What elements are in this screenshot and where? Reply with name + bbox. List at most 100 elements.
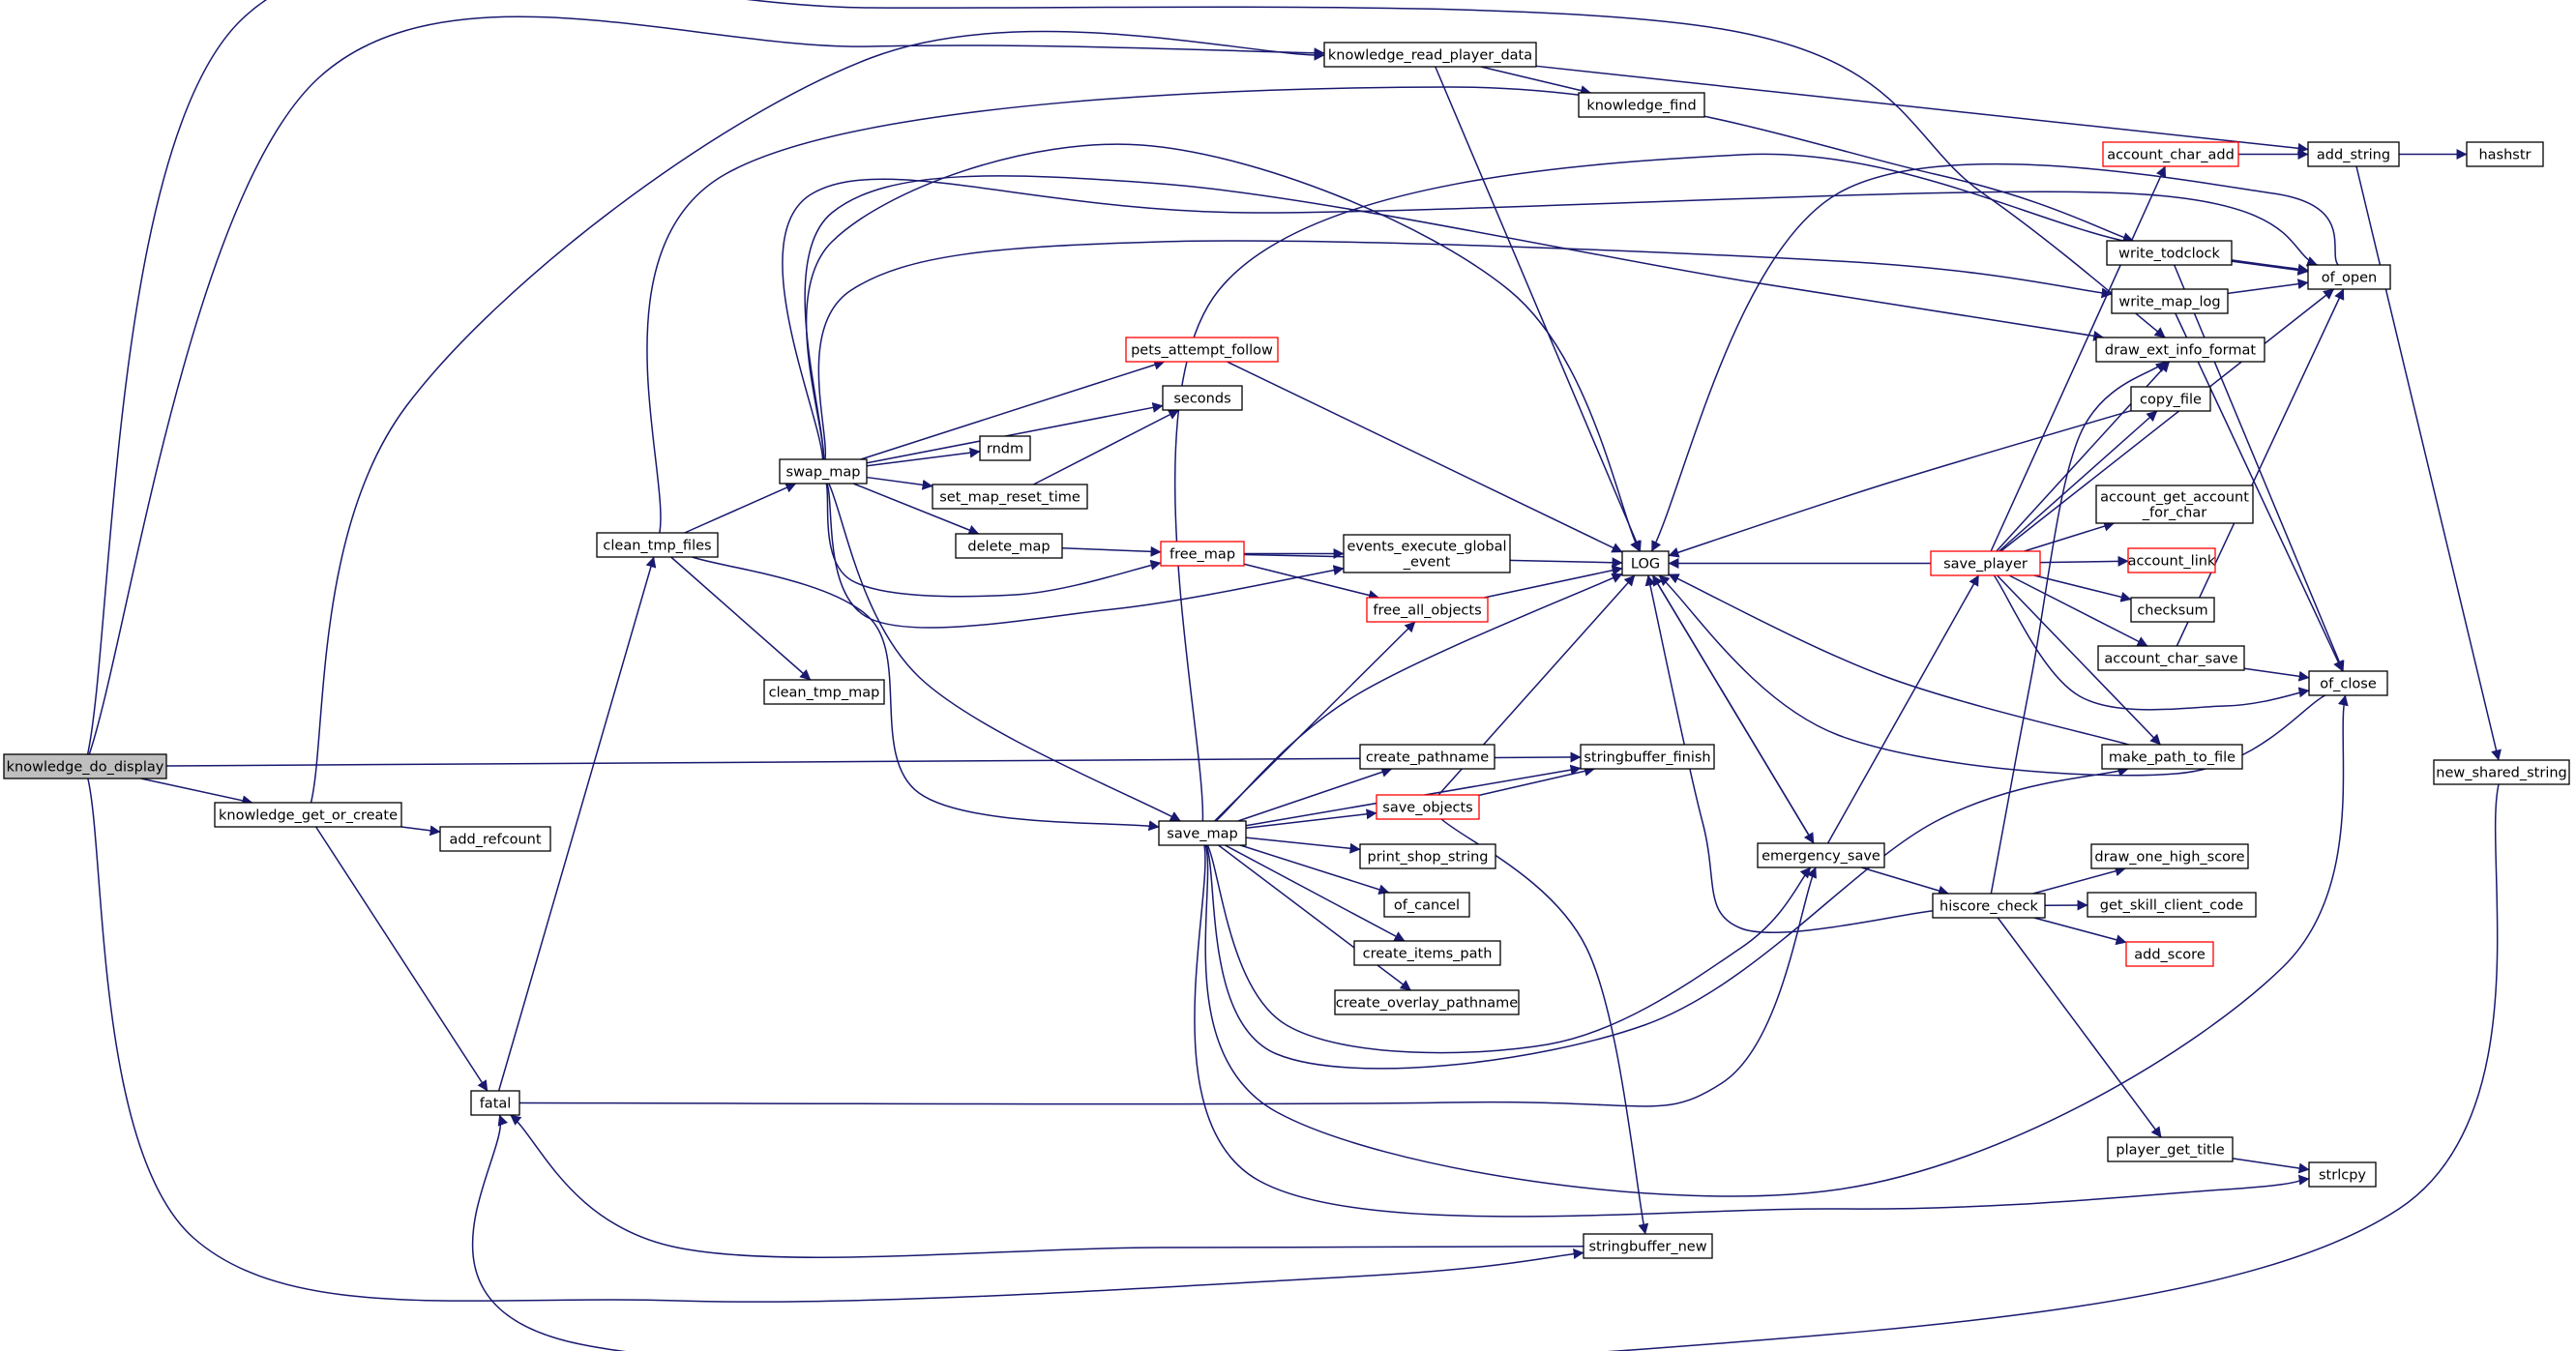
node-get-skill-client-code[interactable]: get_skill_client_code [2087,892,2257,918]
edge-write_todclock-to-of_close [2174,264,2345,672]
node-box [1353,940,1501,966]
node-create-pathname[interactable]: create_pathname [1359,744,1495,770]
node-LOG[interactable]: LOG [1621,550,1670,576]
node-knowledge-read-player-data[interactable]: knowledge_read_player_data [1323,42,1537,68]
node-knowledge-get-or-create[interactable]: knowledge_get_or_create [214,802,402,828]
edge-knowledge_do_display-to-knowledge_get_or_create [140,778,253,807]
node-emergency-save[interactable]: emergency_save [1757,842,1885,868]
node-free-all-objects[interactable]: free_all_objects [1366,597,1489,623]
node-label: fatal [480,1097,512,1112]
node-label: swap_map [786,465,861,481]
node-box [1366,597,1489,623]
node-hiscore-check[interactable]: hiscore_check [1932,893,2046,919]
node-account-link[interactable]: account_link [2127,547,2216,573]
node-free-map[interactable]: free_map [1160,541,1245,567]
node-box [1578,92,1705,118]
node-stringbuffer-new[interactable]: stringbuffer_new [1583,1233,1713,1259]
node-save-objects[interactable]: save_objects [1376,794,1480,820]
node-of-open[interactable]: of_open [2307,264,2391,290]
node-events-execute-global-event[interactable]: events_execute_global_event [1343,534,1511,573]
node-knowledge-do-display[interactable]: knowledge_do_display [3,753,167,779]
node-box [3,753,167,779]
node-label: _event [1403,555,1451,571]
node-draw-ext-info-format[interactable]: draw_ext_info_format [2095,337,2265,363]
node-account-char-save[interactable]: account_char_save [2097,645,2245,671]
node-label: free_map [1170,547,1235,563]
node-seconds[interactable]: seconds [1162,385,1243,411]
node-strlcpy[interactable]: strlcpy [2308,1161,2377,1188]
node-fatal[interactable]: fatal [470,1090,520,1116]
node-box [2130,386,2211,412]
edge-copy_file-to-LOG [1668,409,2132,558]
edge-set_map_reset_time-to-seconds [1033,409,1180,485]
edge-knowledge_get_or_create-to-fatal [314,826,489,1092]
node-write-map-log[interactable]: write_map_log [2111,288,2229,314]
node-label: draw_one_high_score [2094,850,2244,866]
node-create-overlay-pathname[interactable]: create_overlay_pathname [1334,989,1520,1015]
node-box [1125,337,1279,363]
node-save-player[interactable]: save_player [1930,550,2041,576]
node-swap-map[interactable]: swap_map [779,458,868,485]
node-label: add_score [2134,948,2206,963]
node-set-map-reset-time[interactable]: set_map_reset_time [932,484,1088,510]
node-draw-one-high-score[interactable]: draw_one_high_score [2090,843,2249,869]
node-make-path-to-file[interactable]: make_path_to_file [2101,744,2243,770]
edge-save_map-to-create_pathname [1237,767,1393,822]
node-account-char-add[interactable]: account_char_add [2102,141,2239,167]
node-label: seconds [1173,392,1230,407]
node-knowledge-find[interactable]: knowledge_find [1578,92,1705,118]
node-label: stringbuffer_new [1588,1240,1706,1255]
edge-knowledge_do_display-to-stringbuffer_new [87,778,1584,1303]
node-write-todclock[interactable]: write_todclock [2106,240,2233,266]
node-box [1376,794,1480,820]
node-add-score[interactable]: add_score [2125,941,2214,967]
node-box [1383,892,1470,918]
node-copy-file[interactable]: copy_file [2130,386,2211,412]
node-label: emergency_save [1762,849,1880,865]
node-create-items-path[interactable]: create_items_path [1353,940,1501,966]
node-hashstr[interactable]: hashstr [2466,141,2544,167]
node-box [1343,534,1511,573]
node-of-cancel[interactable]: of_cancel [1383,892,1470,918]
edge-swap_map-to-set_map_reset_time [866,476,933,490]
node-label: account_get_account [2100,490,2249,506]
node-label: new_shared_string [2436,766,2567,781]
node-print-shop-string[interactable]: print_shop_string [1359,843,1496,869]
edge-save_player-to-account_char_save [2008,574,2148,647]
node-add-refcount[interactable]: add_refcount [439,826,551,852]
edge-save_map-to-create_overlay_pathname [1218,844,1411,991]
node-label: hiscore_check [1939,899,2038,915]
edge-swap_map-to-of_open [782,178,2318,460]
node-pets-attempt-follow[interactable]: pets_attempt_follow [1125,337,1279,363]
node-new-shared-string[interactable]: new_shared_string [2433,759,2570,785]
node-of-close[interactable]: of_close [2308,670,2388,696]
node-label: add_string [2317,148,2390,163]
node-label: of_close [2320,677,2377,692]
edge-emergency_save-to-save_player [1826,574,1980,844]
node-stringbuffer-finish[interactable]: stringbuffer_finish [1580,744,1715,770]
node-box [2095,485,2254,524]
edge-knowledge_do_display-to-stringbuffer_finish [165,751,1582,767]
node-label: of_cancel [1394,898,1460,914]
edge-save_map-to-create_items_path [1225,844,1406,942]
node-clean-tmp-map[interactable]: clean_tmp_map [763,679,885,705]
node-player-get-title[interactable]: player_get_title [2107,1136,2234,1162]
node-delete-map[interactable]: delete_map [955,533,1063,559]
edge-save_map-to-of_close [1204,694,2349,1197]
node-account-get-account-for-char[interactable]: account_get_account_for_char [2095,485,2254,524]
node-box [2308,670,2388,696]
node-save-map[interactable]: save_map [1158,820,1247,846]
node-box [1583,1233,1713,1259]
node-clean-tmp-files[interactable]: clean_tmp_files [596,532,719,558]
node-label: create_items_path [1363,947,1493,962]
node-box [2087,892,2257,918]
node-add-string[interactable]: add_string [2307,141,2400,167]
node-box [2125,941,2214,967]
edge-write_map_log-to-of_open [2227,279,2309,295]
edge-free_map-to-free_all_objects [1243,563,1379,601]
node-label: get_skill_client_code [2100,898,2243,914]
node-rndm[interactable]: rndm [979,435,1031,461]
node-checksum[interactable]: checksum [2130,597,2215,623]
node-box [2466,141,2544,167]
